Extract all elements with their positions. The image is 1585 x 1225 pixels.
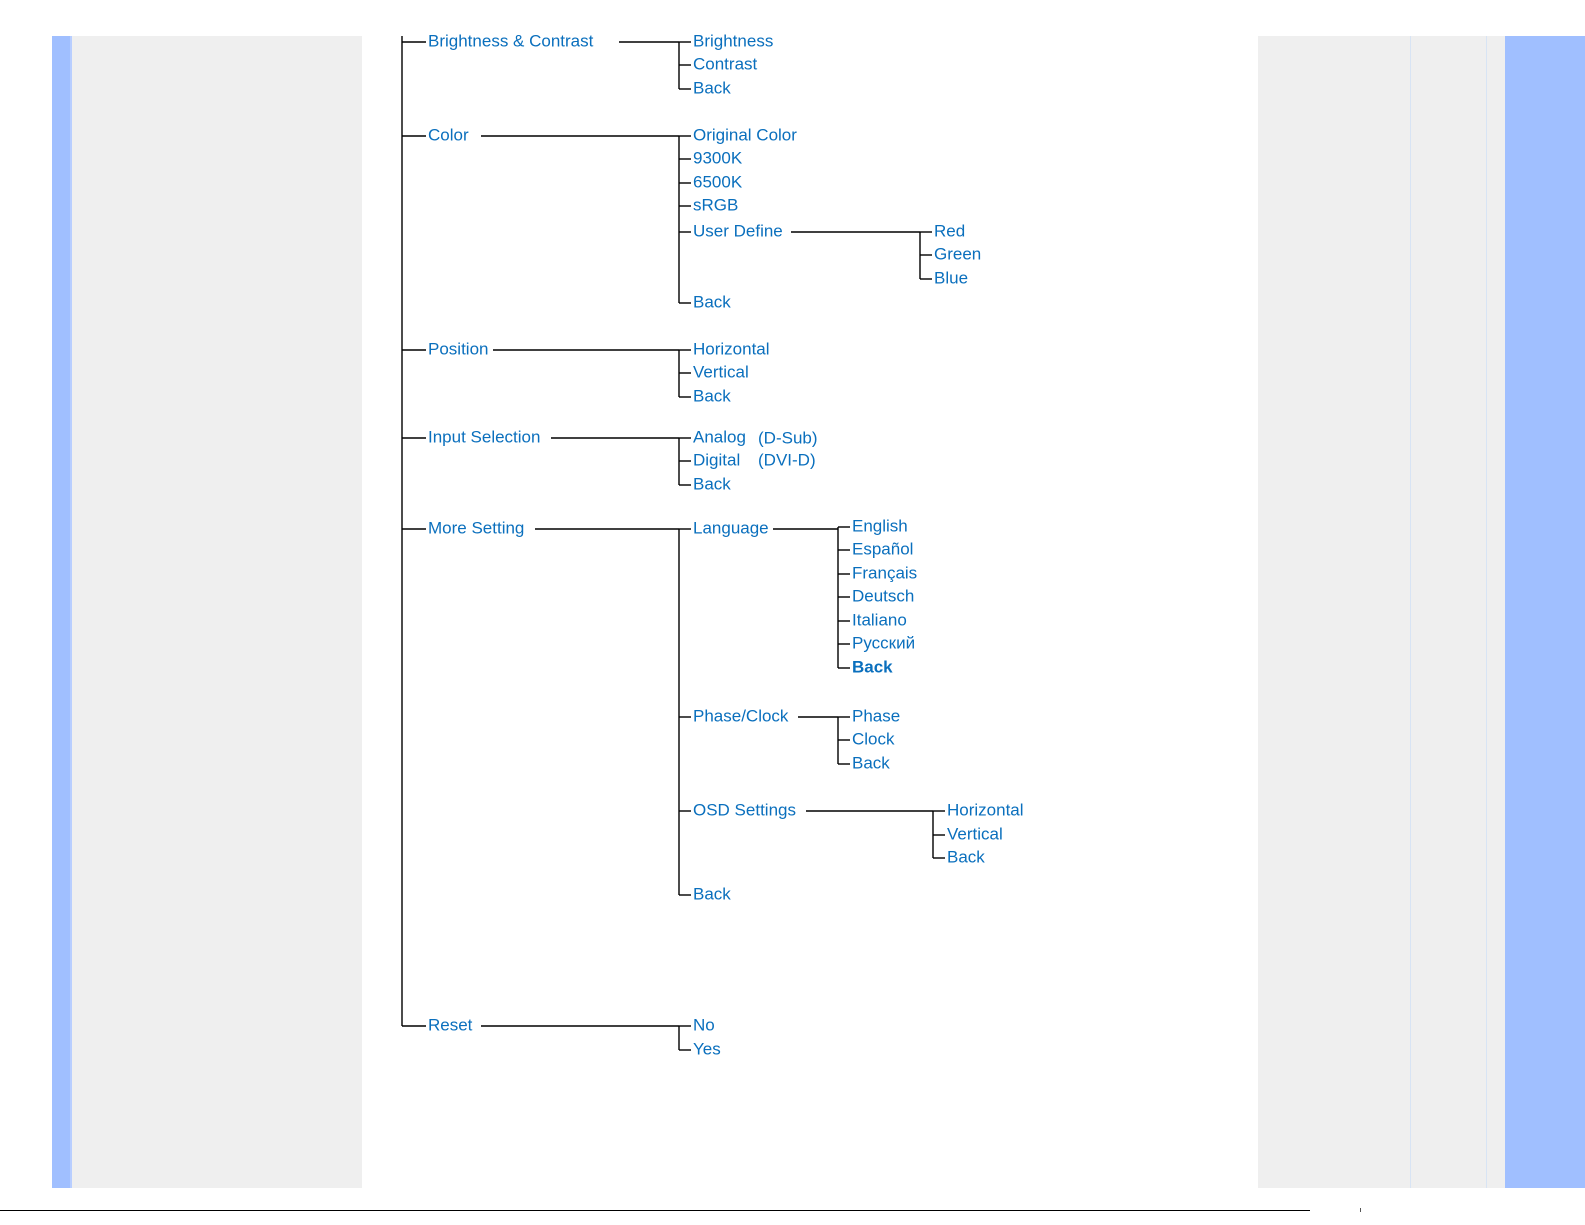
- more_setting-osd-settings-item[interactable]: OSD Settings: [693, 800, 796, 819]
- language-english-item[interactable]: English: [852, 516, 908, 535]
- bottom-rule: [0, 1210, 1310, 1211]
- left-accent-bar: [52, 36, 70, 1188]
- right-accent-bar: [1505, 36, 1585, 1188]
- language-italiano-item[interactable]: Italiano: [852, 610, 907, 629]
- user-define-red-item[interactable]: Red: [934, 221, 965, 240]
- more_setting-back-item[interactable]: Back: [693, 884, 731, 903]
- brightness_contrast-brightness-item[interactable]: Brightness: [693, 31, 773, 50]
- position-back-item[interactable]: Back: [693, 386, 731, 405]
- brightness-contrast-menu-item[interactable]: Brightness & Contrast: [428, 31, 594, 50]
- user-define-blue-item[interactable]: Blue: [934, 268, 968, 287]
- right-divider-2: [1486, 36, 1487, 1188]
- reset-no-item[interactable]: No: [693, 1015, 715, 1034]
- position-horizontal-item[interactable]: Horizontal: [693, 339, 770, 358]
- input-selection-menu-item[interactable]: Input Selection: [428, 427, 540, 446]
- reset-menu-item[interactable]: Reset: [428, 1015, 473, 1034]
- user-define-green-item[interactable]: Green: [934, 244, 981, 263]
- language-back-item[interactable]: Back: [852, 657, 893, 676]
- color-back-item[interactable]: Back: [693, 292, 731, 311]
- color-srgb-item[interactable]: sRGB: [693, 195, 738, 214]
- phase-clock-phase-item[interactable]: Phase: [852, 706, 900, 725]
- left-accent-edge: [70, 36, 72, 1188]
- color-9300k-item[interactable]: 9300K: [693, 148, 743, 167]
- osd-settings-vertical-item[interactable]: Vertical: [947, 824, 1003, 843]
- language-espa-ol-item[interactable]: Español: [852, 539, 913, 558]
- input_selection-analog-item[interactable]: Analog: [693, 427, 746, 446]
- more_setting-language-item[interactable]: Language: [693, 518, 769, 537]
- language-deutsch-item[interactable]: Deutsch: [852, 586, 914, 605]
- language-fran-ais-item[interactable]: Français: [852, 563, 917, 582]
- osd-settings-horizontal-item[interactable]: Horizontal: [947, 800, 1024, 819]
- digital-note[interactable]: (DVI-D): [758, 450, 816, 469]
- color-menu-item[interactable]: Color: [428, 125, 469, 144]
- color-6500k-item[interactable]: 6500K: [693, 172, 743, 191]
- position-vertical-item[interactable]: Vertical: [693, 362, 749, 381]
- left-sidebar: [72, 36, 362, 1188]
- color-user-define-item[interactable]: User Define: [693, 221, 783, 240]
- more_setting-phase-clock-item[interactable]: Phase/Clock: [693, 706, 789, 725]
- right-divider-1: [1410, 36, 1411, 1188]
- reset-yes-item[interactable]: Yes: [693, 1039, 721, 1058]
- brightness_contrast-contrast-item[interactable]: Contrast: [693, 54, 758, 73]
- color-original-color-item[interactable]: Original Color: [693, 125, 797, 144]
- right-sidebar: [1258, 36, 1505, 1188]
- osd-settings-back-item[interactable]: Back: [947, 847, 985, 866]
- brightness_contrast-back-item[interactable]: Back: [693, 78, 731, 97]
- analog-note[interactable]: (D-Sub): [758, 428, 818, 447]
- language-item-item[interactable]: Русский: [852, 633, 915, 652]
- phase-clock-clock-item[interactable]: Clock: [852, 729, 895, 748]
- phase-clock-back-item[interactable]: Back: [852, 753, 890, 772]
- position-menu-item[interactable]: Position: [428, 339, 488, 358]
- input_selection-digital-item[interactable]: Digital: [693, 450, 740, 469]
- more-setting-menu-item[interactable]: More Setting: [428, 518, 524, 537]
- input_selection-back-item[interactable]: Back: [693, 474, 731, 493]
- bottom-tick: [1360, 1208, 1361, 1212]
